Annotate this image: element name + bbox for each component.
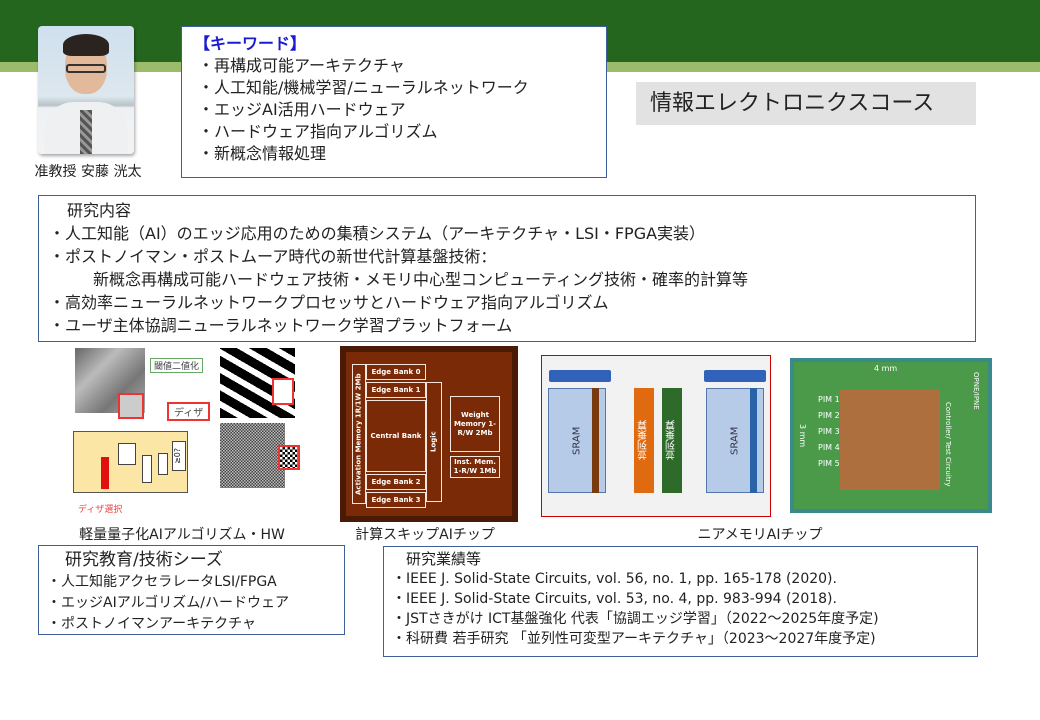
chip-block: Weight Memory 1-R/W 2Mb bbox=[450, 396, 500, 452]
pim-label: PIM 1 bbox=[818, 395, 840, 404]
achievements-box: 研究業績等 ・IEEE J. Solid-State Circuits, vol… bbox=[383, 546, 978, 657]
figure-caption: 計算スキップAIチップ bbox=[355, 527, 495, 543]
keyword-item: ・再構成可能アーキテクチャ bbox=[198, 56, 405, 75]
chip-block: Edge Bank 2 bbox=[366, 474, 426, 490]
chip-block: Activation Memory 1R/1W 2Mb bbox=[352, 364, 366, 504]
compare-label: ≥0? bbox=[172, 441, 186, 471]
course-label: 情報エレクトロニクスコース bbox=[636, 82, 976, 125]
chip-block: Edge Bank 0 bbox=[366, 364, 426, 380]
seed-item: ・ポストノイマンアーキテクチャ bbox=[47, 616, 257, 632]
research-box: 研究内容 ・人工知能（AI）のエッジ応用のための集積システム（アーキテクチャ・L… bbox=[38, 195, 976, 342]
figure-caption: ニアメモリAIチップ bbox=[697, 527, 823, 543]
quantization-figure: 閾値二値化 ディザ ≥0? ディザ選択 bbox=[70, 345, 310, 520]
controller-label: Controller/ Test Circuitry bbox=[944, 402, 952, 487]
keywords-title: 【キーワード】 bbox=[194, 34, 307, 53]
figure-caption: 軽量量子化AIアルゴリズム・HW bbox=[79, 527, 285, 543]
research-line: ・ポストノイマン・ポストムーア時代の新世代計算基盤技術： bbox=[49, 247, 497, 266]
research-title: 研究内容 bbox=[67, 201, 132, 220]
chip-block: Logic bbox=[426, 382, 442, 502]
research-line: ・ユーザ主体協調ニューラルネットワーク学習プラットフォーム bbox=[49, 316, 513, 335]
seed-item: ・人工知能アクセラレータLSI/FPGA bbox=[47, 574, 277, 590]
keyword-item: ・ハードウェア指向アルゴリズム bbox=[198, 122, 438, 141]
chip-block: Edge Bank 1 bbox=[366, 382, 426, 398]
keyword-item: ・人工知能/機械学習/ニューラルネットワーク bbox=[198, 78, 529, 97]
chip-block: Inst. Mem. 1-R/W 1Mb bbox=[450, 456, 500, 478]
width-label: 4 mm bbox=[874, 364, 898, 373]
seeds-title: 研究教育/技術シーズ bbox=[65, 550, 223, 570]
achievement-item: ・JSTさきがけ ICT基盤強化 代表「協調エッジ学習」（2022～2025年度… bbox=[392, 611, 879, 627]
compute-skip-chip-figure: Activation Memory 1R/1W 2Mb Edge Bank 0 … bbox=[340, 346, 518, 522]
dither-label: ディザ bbox=[167, 402, 211, 421]
near-memory-diagram: SRAM 並列乗算 並列乗算 SRAM bbox=[541, 355, 771, 517]
research-line: ・人工知能（AI）のエッジ応用のための集積システム（アーキテクチャ・LSI・FP… bbox=[49, 224, 706, 243]
pim-label: PIM 4 bbox=[818, 443, 840, 452]
keyword-item: ・エッジAI活用ハードウェア bbox=[198, 100, 406, 119]
multiplier-block: 並列乗算 bbox=[662, 388, 682, 493]
height-label: 3 mm bbox=[798, 424, 807, 448]
research-line: 新概念再構成可能ハードウェア技術・メモリ中心型コンピューティング技術・確率的計算… bbox=[93, 270, 749, 289]
research-line: ・高効率ニューラルネットワークプロセッサとハードウェア指向アルゴリズム bbox=[49, 293, 609, 312]
pim-label: PIM 5 bbox=[818, 459, 840, 468]
chip-block: Central Bank bbox=[366, 400, 426, 472]
threshold-label: 閾値二値化 bbox=[150, 358, 204, 373]
multiplier-block: 並列乗算 bbox=[634, 388, 654, 493]
keywords-box: 【キーワード】 ・再構成可能アーキテクチャ ・人工知能/機械学習/ニューラルネッ… bbox=[181, 26, 607, 178]
achievement-item: ・IEEE J. Solid-State Circuits, vol. 53, … bbox=[392, 591, 837, 607]
opne-label: OPNE/IPNE bbox=[972, 372, 980, 410]
profile-photo bbox=[38, 26, 134, 154]
achievements-title: 研究業績等 bbox=[406, 550, 482, 568]
keyword-item: ・新概念情報処理 bbox=[198, 144, 327, 163]
dither-select-label: ディザ選択 bbox=[78, 505, 123, 515]
seeds-box: 研究教育/技術シーズ ・人工知能アクセラレータLSI/FPGA ・エッジAIアル… bbox=[38, 545, 345, 635]
chip-block: Edge Bank 3 bbox=[366, 492, 426, 508]
near-memory-chip-photo: 4 mm 3 mm PIM 1 PIM 2 PIM 3 PIM 4 PIM 5 … bbox=[790, 358, 992, 513]
achievement-item: ・IEEE J. Solid-State Circuits, vol. 56, … bbox=[392, 571, 837, 587]
profile-name: 准教授 安藤 洸太 bbox=[34, 164, 142, 180]
pim-label: PIM 2 bbox=[818, 411, 840, 420]
pim-label: PIM 3 bbox=[818, 427, 840, 436]
achievement-item: ・科研費 若手研究 「並列性可変型アーキテクチャ」（2023～2027年度予定) bbox=[392, 631, 876, 647]
seed-item: ・エッジAIアルゴリズム/ハードウェア bbox=[47, 595, 290, 611]
